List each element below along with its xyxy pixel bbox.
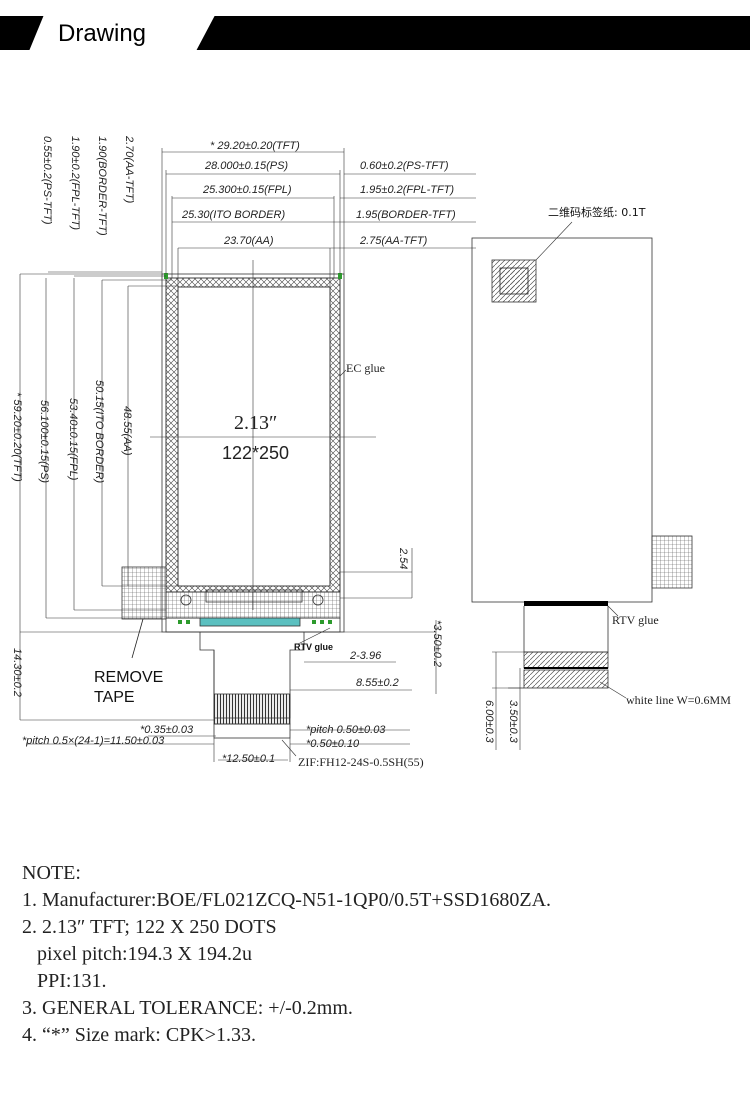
dim-fpl-height: 53.40±0.15(FPL) — [67, 398, 79, 481]
note-line: pixel pitch:194.3 X 194.2u — [22, 943, 252, 965]
display-resolution: 122*250 — [222, 443, 289, 463]
dim-600-side: 6.00±0.3 — [483, 700, 495, 744]
dim-1250: 12.50±0.1 — [226, 753, 275, 765]
dim-ps-width: 28.000±0.15(PS) — [204, 160, 288, 172]
rtv-glue-front-label: RTV glue — [294, 642, 333, 652]
dim-396: 2-3.96 — [349, 650, 382, 662]
rtv-glue-side-label: RTV glue — [612, 613, 659, 627]
zif-label: ZIF:FH12-24S-0.5SH(55) — [298, 755, 424, 769]
dim-ito-width: 25.30(ITO BORDER) — [181, 209, 285, 221]
dim-left-ps-tft: 0.55±0.2(PS-TFT) — [41, 136, 53, 225]
notes-title: NOTE: — [22, 862, 81, 884]
ec-glue-label: EC glue — [346, 361, 385, 375]
dim-aa-tft: 2.75(AA-TFT) — [359, 235, 428, 247]
dim-pitch: pitch 0.50±0.03 — [309, 724, 386, 736]
dim-aa-height: 48.55(AA) — [121, 406, 133, 456]
note-line: 3. GENERAL TOLERANCE: +/-0.2mm. — [22, 997, 353, 1019]
qr-label: 二维码标签纸: 0.1T — [548, 205, 646, 219]
dim-left-border-tft: 1.90(BORDER-TFT) — [96, 136, 108, 236]
svg-text:*pitch 0.50±0.03: *pitch 0.50±0.03 — [306, 724, 386, 736]
dim-ps-height: 56.100±0.15(PS) — [38, 400, 50, 483]
svg-text:*0.35±0.03: *0.35±0.03 — [140, 724, 194, 736]
note-line: PPI:131. — [22, 970, 107, 992]
dim-border-tft: 1.95(BORDER-TFT) — [356, 209, 456, 221]
svg-text:*3.50±0.2: *3.50±0.2 — [431, 620, 443, 667]
dim-tft-height: 59.20±0.20(TFT) — [11, 399, 23, 482]
dim-ito-height: 50.15(ITO BORDER) — [93, 380, 105, 483]
dim-pitch-total: pitch 0.5×(24-1)=11.50±0.03 — [25, 735, 165, 747]
dim-fpl-width: 25.300±0.15(FPL) — [202, 184, 292, 196]
dim-fpc-height: 14.30±0.2 — [11, 648, 23, 697]
dim-350-front: 3.50±0.2 — [431, 624, 443, 667]
dim-350-side: 3.50±0.3 — [507, 700, 519, 744]
dim-left-fpl-tft: 1.90±0.2(FPL-TFT) — [69, 136, 81, 230]
note-line: 4. “*” Size mark: CPK>1.33. — [22, 1024, 257, 1046]
svg-text:*pitch 0.5×(24-1)=11.50±0.03: *pitch 0.5×(24-1)=11.50±0.03 — [22, 735, 165, 747]
header-title: Drawing — [58, 20, 146, 47]
svg-text:* 29.20±0.20(TFT): * 29.20±0.20(TFT) — [210, 140, 300, 152]
dim-ps-tft: 0.60±0.2(PS-TFT) — [360, 160, 449, 172]
dim-855: 8.55±0.2 — [356, 677, 399, 689]
dim-left-aa-tft: 2.70(AA-TFT) — [123, 135, 135, 204]
note-line: 1. Manufacturer:BOE/FL021ZCQ-N51-1QP0/0.… — [22, 889, 552, 911]
dim-aa-width: 23.70(AA) — [223, 235, 274, 247]
dim-tft-width: 29.20±0.20(TFT) — [216, 140, 300, 152]
display-size: 2.13″ — [234, 412, 277, 434]
dim-254: 2.54 — [397, 547, 409, 569]
remove-tape-label-1: REMOVE — [94, 669, 163, 686]
note-line: 2. 2.13″ TFT; 122 X 250 DOTS — [22, 916, 277, 938]
header-banner: Drawing — [0, 16, 750, 50]
dim-035: 0.35±0.03 — [144, 724, 194, 736]
dim-050: 0.50±0.10 — [310, 738, 360, 750]
white-line-label: white line W=0.6MM — [626, 693, 731, 707]
notes-block: NOTE: 1. Manufacturer:BOE/FL021ZCQ-N51-1… — [22, 860, 551, 1049]
svg-text:* 59.20±0.20(TFT): * 59.20±0.20(TFT) — [11, 392, 23, 482]
svg-text:*12.50±0.1: *12.50±0.1 — [222, 753, 275, 765]
remove-tape-label-2: TAPE — [94, 689, 135, 706]
svg-text:*0.50±0.10: *0.50±0.10 — [306, 738, 360, 750]
dim-fpl-tft: 1.95±0.2(FPL-TFT) — [360, 184, 454, 196]
